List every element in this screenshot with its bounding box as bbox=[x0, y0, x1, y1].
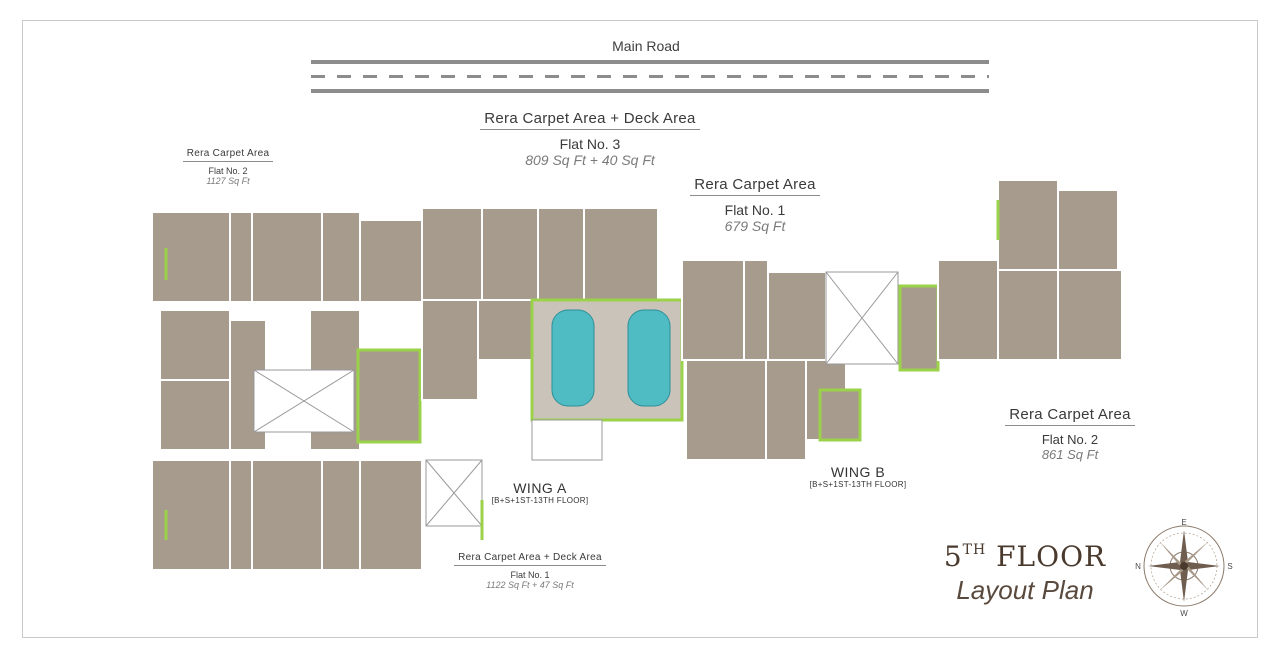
flat-3-area: 809 Sq Ft + 40 Sq Ft bbox=[525, 152, 655, 168]
wing-a-left-flats bbox=[151, 211, 423, 571]
compass-north-label: N bbox=[1135, 562, 1141, 571]
flat-3-annotation: Rera Carpet Area + Deck Area Flat No. 3 … bbox=[440, 110, 740, 168]
floor-title: 5TH FLOOR Layout Plan bbox=[920, 540, 1130, 606]
compass-east-label: E bbox=[1181, 518, 1186, 527]
floor-subtitle: Layout Plan bbox=[956, 575, 1094, 605]
wing-b-flat-2-rooms bbox=[937, 179, 1123, 361]
flat-2b-number: Flat No. 2 bbox=[1041, 432, 1099, 447]
flat-1a-annotation: Rera Carpet Area + Deck Area Flat No. 1 … bbox=[440, 547, 620, 590]
page-frame bbox=[22, 20, 1258, 638]
flat-2b-heading: Rera Carpet Area bbox=[1005, 406, 1135, 426]
flat-2a-area: 1127 Sq Ft bbox=[206, 176, 250, 186]
compass-icon: E W N S bbox=[1135, 518, 1233, 618]
road-edge-bottom bbox=[311, 89, 989, 93]
road-centerline bbox=[311, 75, 989, 78]
wing-a-label: WING A [B+S+1ST-13TH FLOOR] bbox=[480, 480, 600, 505]
flat-1a-heading: Rera Carpet Area + Deck Area bbox=[454, 552, 606, 566]
floor-plan-drawing bbox=[151, 179, 1123, 571]
flat-2b-annotation: Rera Carpet Area Flat No. 2 861 Sq Ft bbox=[980, 406, 1160, 462]
flat-1b-number: Flat No. 1 bbox=[724, 202, 786, 218]
wing-b-floors: [B+S+1ST-13TH FLOOR] bbox=[809, 480, 907, 489]
flat-1a-number: Flat No. 1 bbox=[510, 570, 550, 580]
floor-number: 5 bbox=[943, 540, 963, 573]
road-label: Main Road bbox=[612, 38, 680, 54]
wing-b-label: WING B [B+S+1ST-13TH FLOOR] bbox=[798, 464, 918, 489]
compass-west-label: W bbox=[1180, 609, 1188, 618]
flat-2a-annotation: Rera Carpet Area Flat No. 2 1127 Sq Ft bbox=[160, 143, 296, 186]
floor-word: FLOOR bbox=[996, 540, 1107, 573]
wing-a-name: WING A bbox=[513, 480, 567, 496]
wing-b-flat-1-rooms bbox=[681, 259, 847, 461]
flat-3-heading: Rera Carpet Area + Deck Area bbox=[480, 110, 700, 130]
deck-edges bbox=[164, 200, 1000, 540]
flat-2a-number: Flat No. 2 bbox=[208, 166, 248, 176]
wing-a-floors: [B+S+1ST-13TH FLOOR] bbox=[491, 496, 589, 505]
wing-b-core bbox=[818, 271, 940, 442]
wing-b-name: WING B bbox=[830, 464, 886, 480]
flat-3-rooms bbox=[421, 207, 659, 401]
floor-heading: 5TH FLOOR bbox=[920, 540, 1130, 573]
road-edge-top bbox=[311, 60, 989, 64]
wing-a-core bbox=[253, 348, 483, 527]
flat-2a-heading: Rera Carpet Area bbox=[182, 148, 274, 162]
flat-1a-area: 1122 Sq Ft + 47 Sq Ft bbox=[486, 580, 574, 590]
flat-1b-area: 679 Sq Ft bbox=[724, 218, 786, 234]
floor-ordinal: TH bbox=[962, 542, 987, 558]
parking-area bbox=[530, 298, 684, 461]
compass-south-label: S bbox=[1227, 562, 1232, 571]
flat-2b-area: 861 Sq Ft bbox=[1041, 447, 1099, 462]
flat-1b-annotation: Rera Carpet Area Flat No. 1 679 Sq Ft bbox=[660, 176, 850, 234]
flat-3-number: Flat No. 3 bbox=[559, 136, 621, 152]
flat-1b-heading: Rera Carpet Area bbox=[690, 176, 820, 196]
